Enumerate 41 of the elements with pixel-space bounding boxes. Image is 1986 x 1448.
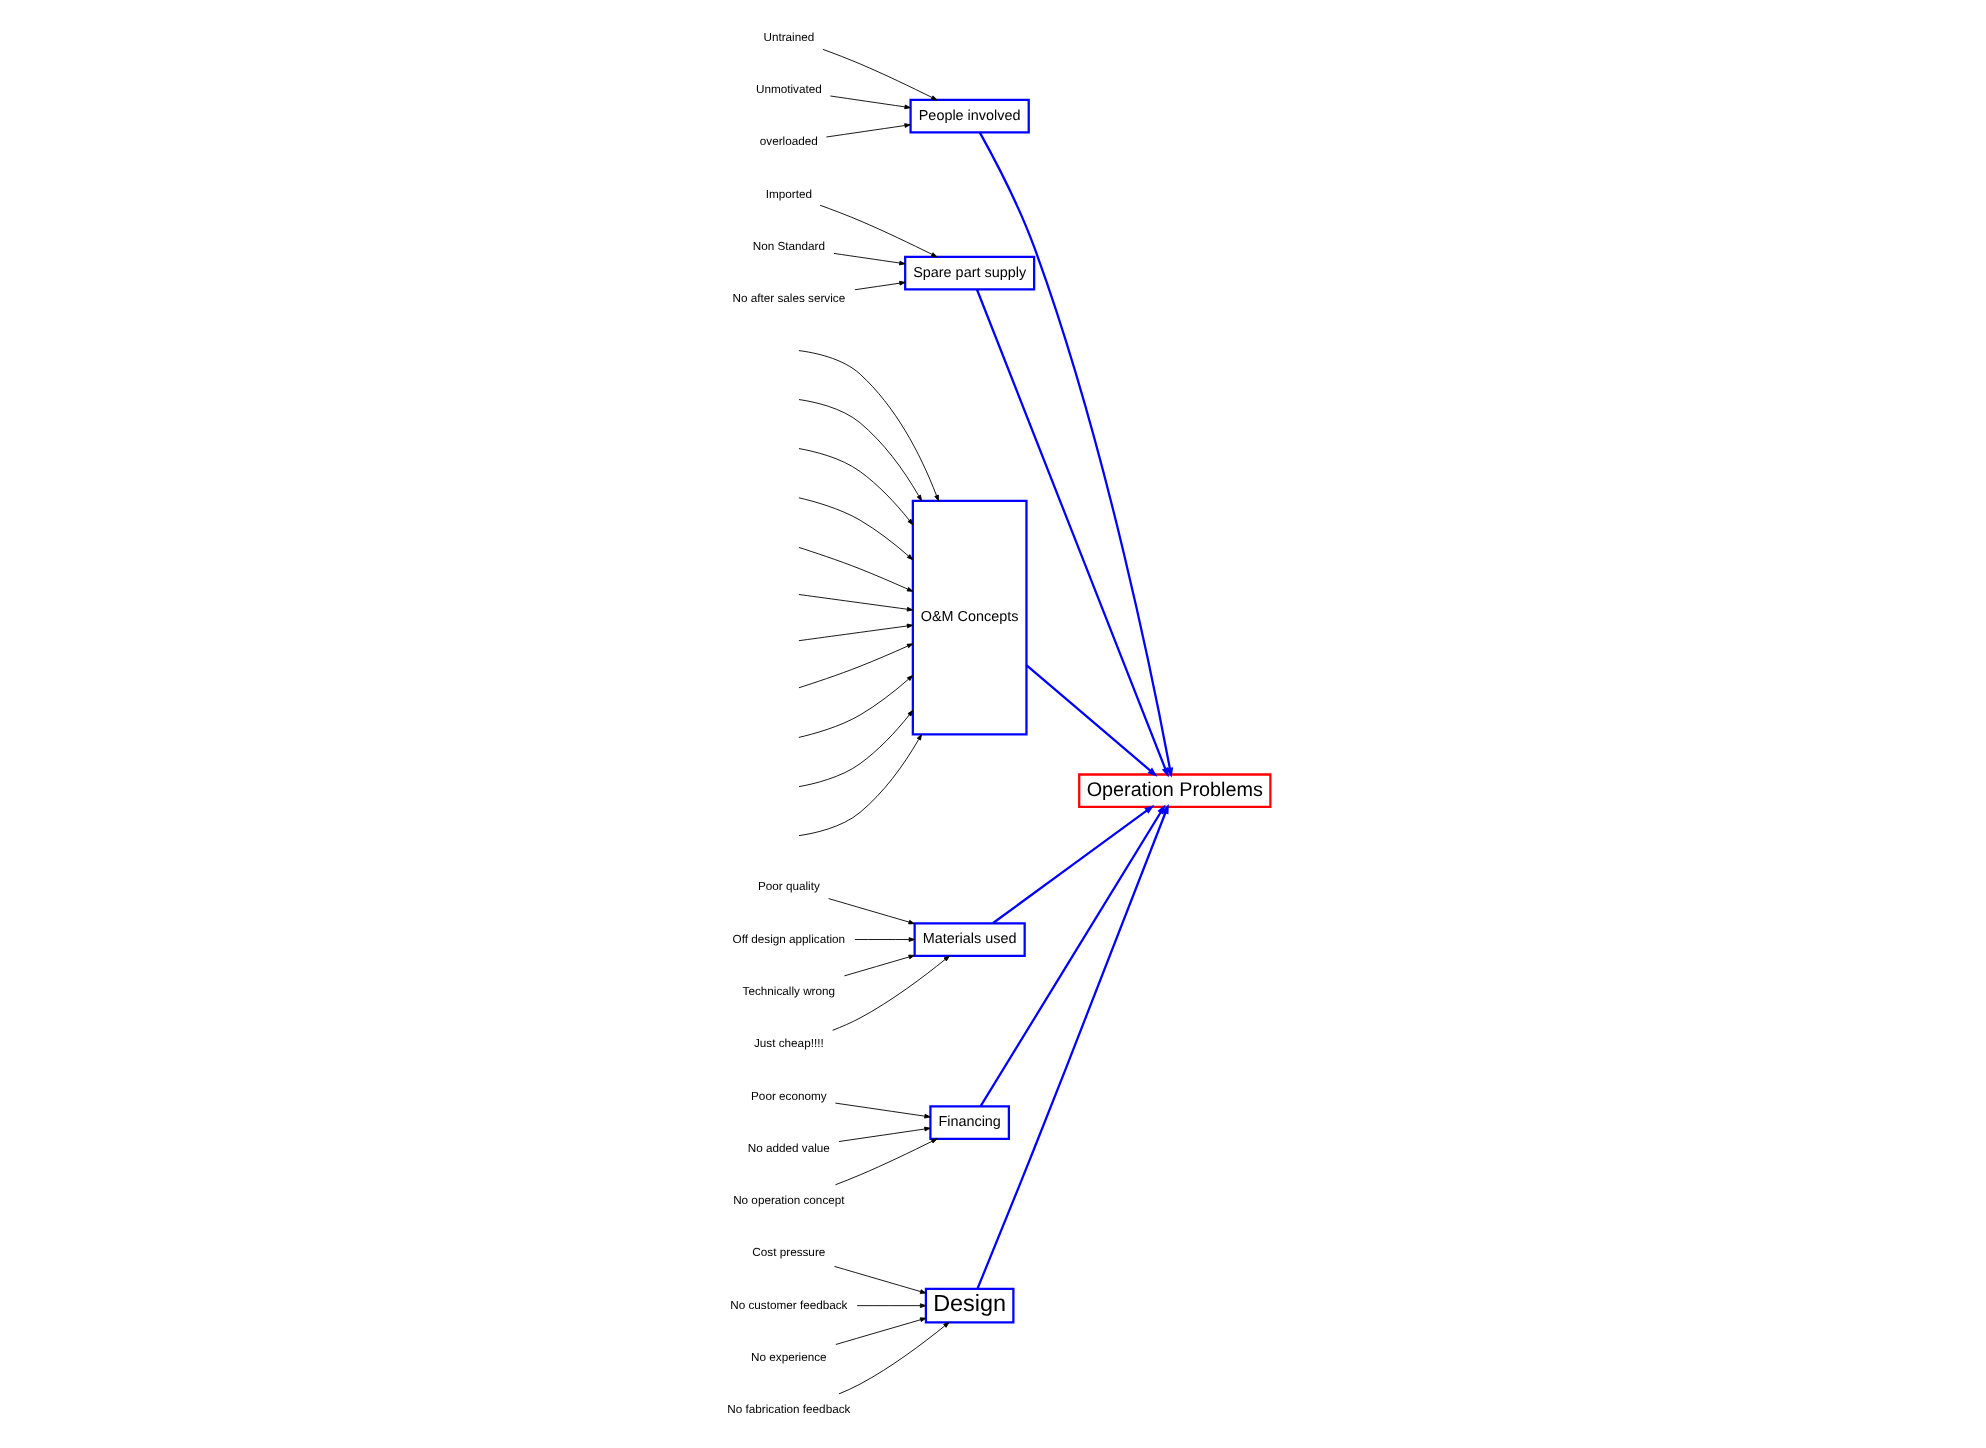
arrow	[824, 123, 910, 138]
node-box: People involved	[908, 98, 1029, 134]
arrow	[832, 253, 905, 266]
arrow	[797, 547, 913, 592]
node-box: Spare part supply	[903, 255, 1035, 291]
arrow	[797, 497, 913, 561]
arrow	[797, 623, 913, 642]
arrow	[853, 937, 914, 942]
arrow	[797, 733, 921, 837]
arrow	[833, 1138, 937, 1186]
arrow	[797, 675, 913, 738]
arrow	[974, 289, 1168, 778]
arrow	[978, 804, 1165, 1107]
arrow	[834, 1317, 926, 1345]
arrow	[797, 643, 913, 689]
arrow	[833, 1265, 926, 1294]
node-box: O&M Concepts	[910, 499, 1027, 736]
arrow	[975, 804, 1168, 1290]
arrow	[977, 132, 1173, 778]
arrow	[821, 48, 937, 101]
arrow	[991, 805, 1154, 924]
arrow	[797, 399, 921, 502]
arrow	[827, 898, 914, 925]
arrow	[1024, 664, 1157, 777]
arrow	[797, 350, 938, 502]
arrow	[842, 954, 914, 977]
arrow	[797, 710, 913, 788]
arrow	[837, 1321, 949, 1395]
arrow	[837, 1126, 930, 1142]
arrow	[828, 95, 910, 110]
arrow	[818, 204, 937, 258]
node-box: Operation Problems	[1077, 773, 1271, 809]
arrow	[797, 448, 913, 526]
node-box: Financing	[928, 1105, 1009, 1140]
node-box: Design	[923, 1287, 1014, 1324]
arrow	[831, 955, 949, 1031]
arrow	[833, 1102, 930, 1119]
arrow	[855, 1303, 926, 1308]
arrow	[853, 280, 905, 291]
arrow	[797, 594, 913, 612]
node-box: Materials used	[912, 922, 1025, 957]
